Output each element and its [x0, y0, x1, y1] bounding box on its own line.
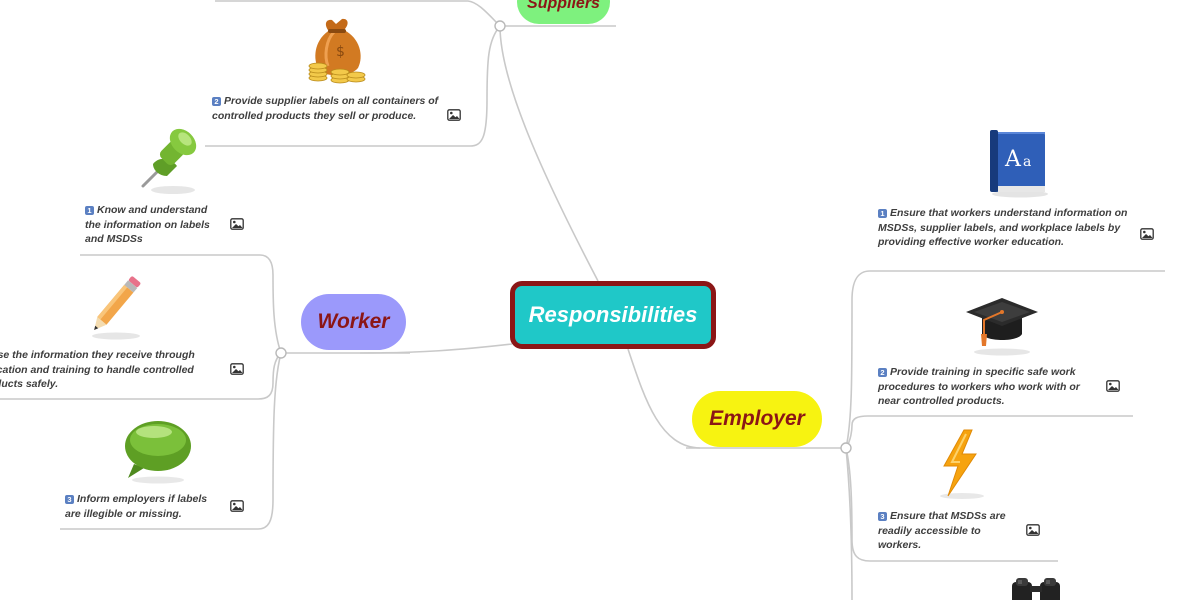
money-bag-icon: $: [306, 16, 368, 84]
worker-hub: [275, 347, 287, 359]
link-worker-item-1: [80, 254, 282, 354]
pencil-icon: [80, 268, 152, 340]
topic-worker[interactable]: Worker: [301, 294, 406, 350]
suppliers-item-2-number: 2: [212, 97, 221, 106]
image-attachment-icon[interactable]: [447, 109, 461, 121]
lightning-bolt-icon: [930, 428, 990, 500]
suppliers-item-2-label: Provide supplier labels on all container…: [212, 95, 439, 122]
worker-item-2-text: 2Use the information they receive throug…: [0, 348, 223, 392]
image-attachment-icon[interactable]: [230, 500, 244, 512]
employer-item-3-number: 3: [878, 512, 887, 521]
worker-item-1-number: 1: [85, 206, 94, 215]
binoculars-icon: [1004, 576, 1068, 600]
topic-suppliers-label: Suppliers: [527, 0, 600, 12]
speech-bubble-icon: [122, 418, 194, 484]
link-suppliers-item-2: [205, 25, 501, 147]
worker-item-3-number: 3: [65, 495, 74, 504]
employer-hub: [840, 442, 852, 454]
employer-item-2-label: Provide training in specific safe work p…: [878, 366, 1080, 407]
image-attachment-icon[interactable]: [1026, 524, 1040, 536]
image-attachment-icon[interactable]: [1106, 380, 1120, 392]
graduation-cap-icon: [964, 294, 1040, 356]
link-employer-item-2: [845, 415, 1133, 449]
worker-item-2-label: Use the information they receive through…: [0, 349, 195, 390]
employer-item-1-number: 1: [878, 209, 887, 218]
svg-text:a: a: [1023, 154, 1031, 170]
link-root-employer: [627, 348, 701, 449]
employer-item-3-label: Ensure that MSDSs are readily accessible…: [878, 510, 1006, 551]
employer-item-2-number: 2: [878, 368, 887, 377]
link-employer-item-1: [845, 270, 1165, 449]
svg-text:$: $: [336, 44, 345, 60]
image-attachment-icon[interactable]: [230, 363, 244, 375]
dictionary-book-icon: A a: [987, 126, 1049, 198]
worker-item-1-label: Know and understand the information on l…: [85, 204, 210, 245]
link-root-suppliers: [499, 25, 599, 282]
push-pin-icon: [133, 126, 203, 196]
svg-text:A: A: [1004, 147, 1022, 172]
root-node[interactable]: Responsibilities: [510, 281, 716, 349]
topic-employer-label: Employer: [709, 407, 805, 430]
employer-item-1-label: Ensure that workers understand informati…: [878, 207, 1128, 248]
link-employer-item-4: [845, 447, 853, 600]
worker-item-3-label: Inform employers if labels are illegible…: [65, 493, 208, 520]
image-attachment-icon[interactable]: [230, 218, 244, 230]
topic-worker-label: Worker: [317, 310, 390, 333]
suppliers-hub: [494, 20, 506, 32]
image-attachment-icon[interactable]: [1140, 228, 1154, 240]
link-worker-item-2: [0, 352, 282, 400]
link-worker-item-3: [60, 352, 282, 530]
root-label: Responsibilities: [528, 302, 698, 327]
topic-employer[interactable]: Employer: [692, 391, 822, 447]
topic-suppliers[interactable]: Suppliers: [517, 0, 610, 24]
